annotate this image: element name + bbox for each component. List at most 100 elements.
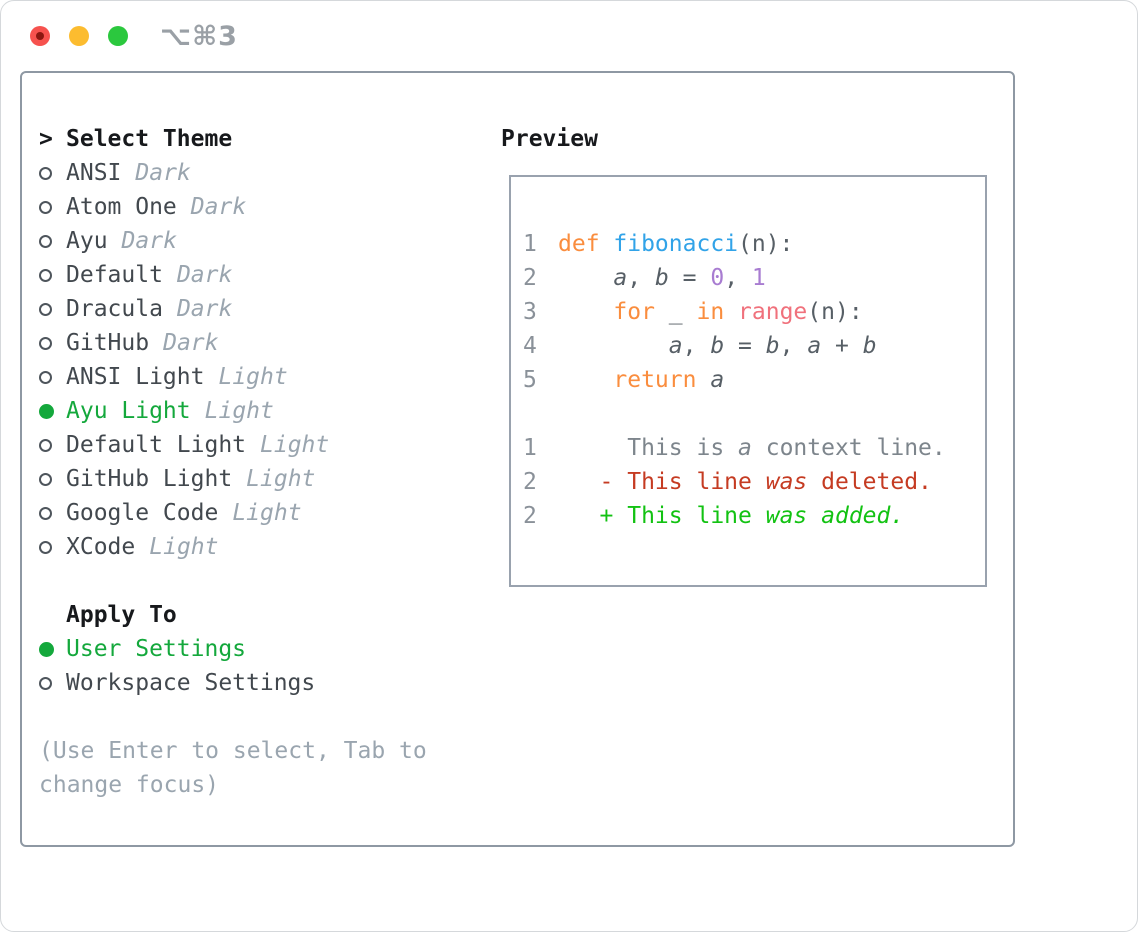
code-line: 3 for _ in range(n): — [523, 295, 985, 329]
code-text: This is a context line. — [558, 435, 946, 461]
code-line: 2 - This line was deleted. — [523, 465, 985, 499]
theme-option-ayu[interactable]: Ayu Dark — [39, 224, 501, 258]
code-line: 5 return a — [523, 363, 985, 397]
marker — [39, 438, 66, 452]
radio-icon — [39, 540, 52, 554]
code-text: a, b = 0, 1 — [613, 265, 766, 291]
theme-label: ANSI — [66, 160, 122, 186]
code-line: 2 a, b = 0, 1 — [523, 261, 985, 295]
theme-variant-tag: Light — [232, 500, 302, 526]
theme-option-github-light[interactable]: GitHub Light Light — [39, 462, 501, 496]
theme-variant-tag: Dark — [176, 296, 233, 322]
radio-icon — [39, 166, 52, 180]
theme-variant-tag: Light — [260, 432, 330, 458]
code-text: - This line was deleted. — [558, 469, 932, 495]
radio-icon — [39, 676, 52, 690]
marker — [39, 234, 66, 248]
line-number: 1 — [523, 435, 537, 461]
prompt-caret-icon: > — [39, 126, 53, 152]
window-title-shortcut: ⌥⌘3 — [160, 20, 238, 52]
theme-label: XCode — [66, 534, 136, 560]
code-text: + This line was added. — [558, 503, 905, 529]
apply-option-user-settings[interactable]: User Settings — [39, 632, 501, 666]
theme-variant-tag: Dark — [121, 228, 177, 254]
code-text: return a — [613, 367, 725, 393]
line-number: 2 — [523, 503, 537, 529]
theme-label: Ayu — [66, 228, 108, 254]
theme-option-google-code[interactable]: Google Code Light — [39, 496, 501, 530]
code-line: 1 This is a context line. — [523, 431, 985, 465]
line-number: 2 — [523, 265, 537, 291]
radio-icon — [39, 200, 52, 214]
line-number: 5 — [523, 367, 537, 393]
apply-label: Workspace Settings — [66, 670, 316, 696]
radio-icon — [39, 268, 52, 282]
hint-text: (Use Enter to select, Tab to change focu… — [39, 738, 427, 798]
line-number: 4 — [523, 333, 537, 359]
theme-variant-tag: Dark — [163, 330, 219, 356]
theme-option-atom-one[interactable]: Atom One Dark — [39, 190, 501, 224]
theme-variant-tag: Dark — [176, 262, 233, 288]
code-line: 4 a, b = b, a + b — [523, 329, 985, 363]
theme-label: Default Light — [66, 432, 247, 458]
preview-heading: Preview — [501, 126, 598, 152]
window-controls — [30, 26, 128, 46]
theme-option-default-light[interactable]: Default Light Light — [39, 428, 501, 462]
apply-to-header-row: Apply To — [39, 598, 501, 632]
code-line — [523, 397, 985, 431]
code-text: for _ in range(n): — [613, 299, 863, 325]
zoom-button[interactable] — [108, 26, 128, 46]
marker — [39, 336, 66, 350]
radio-icon — [39, 234, 52, 248]
theme-label: GitHub Light — [66, 466, 233, 492]
selected-radio-icon — [39, 403, 54, 419]
radio-icon — [39, 336, 52, 350]
theme-option-default[interactable]: Default Dark — [39, 258, 501, 292]
spacer — [39, 700, 501, 734]
theme-variant-tag: Light — [246, 466, 316, 492]
theme-label: Google Code — [66, 500, 219, 526]
theme-variant-tag: Dark — [190, 194, 247, 220]
marker — [39, 200, 66, 214]
line-number: 1 — [523, 231, 537, 257]
radio-icon — [39, 472, 52, 486]
theme-variant-tag: Light — [204, 398, 274, 424]
theme-variant-tag: Light — [218, 364, 288, 390]
theme-option-ansi-light[interactable]: ANSI Light Light — [39, 360, 501, 394]
theme-label: Default — [66, 262, 163, 288]
code-text: def fibonacci(n): — [558, 231, 794, 257]
marker — [39, 166, 66, 180]
titlebar: ⌥⌘3 — [1, 1, 1137, 71]
minimize-button[interactable] — [69, 26, 89, 46]
marker — [39, 370, 66, 384]
theme-option-xcode[interactable]: XCode Light — [39, 530, 501, 564]
radio-icon — [39, 438, 52, 452]
spacer — [39, 564, 501, 598]
apply-to-heading: Apply To — [66, 602, 177, 628]
theme-label: GitHub — [66, 330, 150, 356]
code-line: 1 def fibonacci(n): — [523, 227, 985, 261]
close-button[interactable] — [30, 26, 50, 46]
marker — [39, 641, 66, 657]
marker — [39, 540, 66, 554]
apply-label: User Settings — [66, 636, 247, 662]
radio-icon — [39, 302, 52, 316]
marker — [39, 506, 66, 520]
theme-variant-tag: Light — [149, 534, 219, 560]
marker — [39, 472, 66, 486]
apply-option-workspace-settings[interactable]: Workspace Settings — [39, 666, 501, 700]
code-line: 2 + This line was added. — [523, 499, 985, 533]
selected-radio-icon — [39, 641, 54, 657]
theme-label: Atom One — [66, 194, 177, 220]
theme-option-github[interactable]: GitHub Dark — [39, 326, 501, 360]
theme-label: ANSI Light — [66, 364, 205, 390]
line-number: 2 — [523, 469, 537, 495]
